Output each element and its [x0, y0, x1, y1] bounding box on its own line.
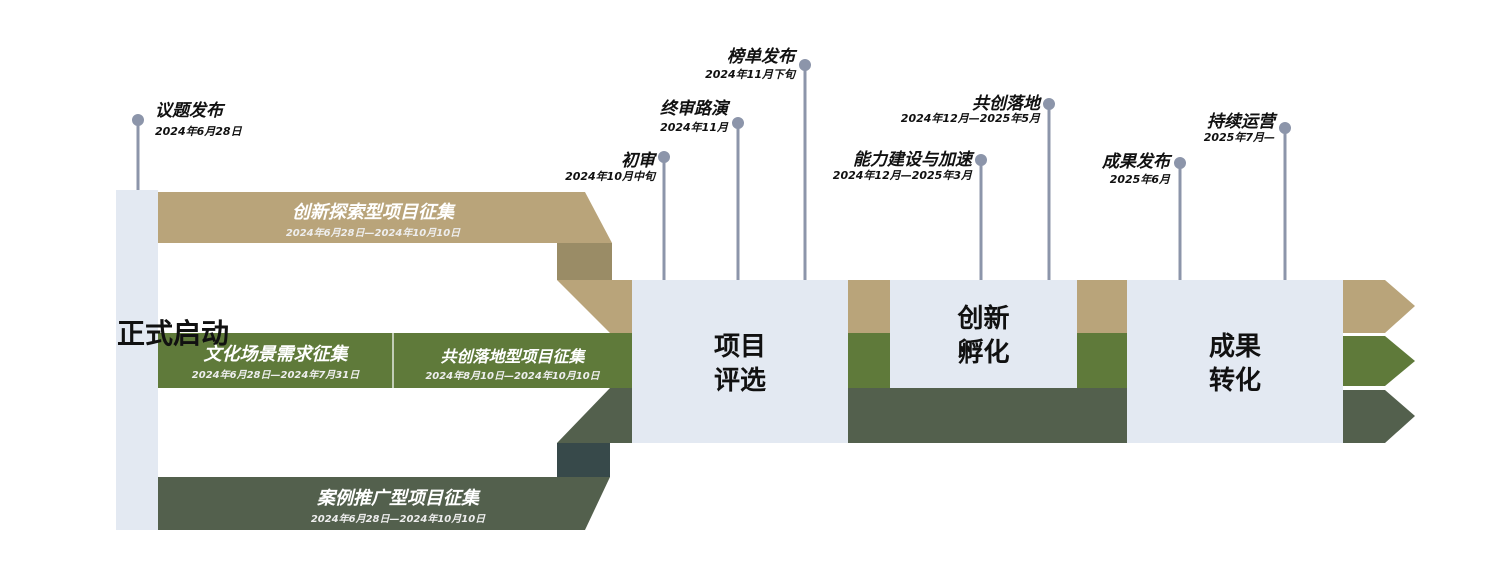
milestone-date: 2024年12月—2025年5月: [900, 112, 1040, 125]
arrow-head: [1343, 390, 1415, 443]
stage-incubate-label: 创新孵化: [890, 302, 1077, 370]
stage-transform-label: 成果转化: [1127, 330, 1343, 398]
pin-dot: [732, 117, 744, 129]
milestone-title: 成果发布: [1102, 152, 1170, 172]
milestone-date: 2024年11月: [660, 121, 728, 134]
milestone-title: 终审路演: [660, 99, 728, 119]
milestone-title: 持续运营: [1207, 112, 1275, 132]
stage-review-label: 项目评选: [632, 330, 848, 398]
band-case-date: 2024年6月28日—2024年10月10日: [310, 514, 486, 525]
stage-review-panel: [632, 280, 848, 443]
band-innovation-title: 创新探索型项目征集: [292, 202, 454, 223]
stage-incubate-panel: [890, 280, 1077, 388]
band-cocreate-title: 共创落地型项目征集: [440, 347, 585, 366]
band-culture-date: 2024年6月28日—2024年7月31日: [191, 370, 360, 381]
band-innovation-shape: [158, 192, 612, 243]
band-fold: [557, 388, 632, 443]
milestone-title: 议题发布: [155, 101, 223, 121]
band-cocreate-date: 2024年8月10日—2024年10月10日: [425, 371, 600, 382]
milestone-date: 2024年11月下旬: [705, 68, 795, 81]
band-fold: [557, 243, 612, 280]
stage-line: 成果: [1208, 332, 1261, 362]
stage-transform-panel: [1127, 280, 1343, 443]
milestone-date: 2024年6月28日: [155, 125, 242, 138]
arrow-head: [1343, 280, 1415, 333]
band-case-title: 案例推广型项目征集: [317, 488, 479, 509]
stage-line: 孵化: [957, 338, 1010, 368]
milestone-title: 榜单发布: [727, 47, 795, 67]
milestone-date: 2025年6月: [1109, 173, 1170, 186]
band-green-shape: [158, 333, 632, 388]
band-innovation-date: 2024年6月28日—2024年10月10日: [285, 228, 461, 239]
milestone-date: 2024年10月中旬: [565, 170, 655, 183]
band-culture-title: 文化场景需求征集: [203, 344, 348, 365]
start-label: 正式启动: [117, 315, 229, 353]
stage-line: 转化: [1208, 366, 1261, 396]
pin-dot: [658, 151, 670, 163]
band-fold: [557, 443, 610, 477]
band-fold: [557, 280, 632, 333]
stage-line: 项目: [713, 332, 766, 362]
arrow-head: [1343, 336, 1415, 386]
band-case-shape: [158, 477, 610, 530]
milestone-title: 初审: [621, 151, 655, 171]
milestone-date: 2025年7月—: [1203, 131, 1275, 144]
pin-dot: [132, 114, 144, 126]
pin-dot: [975, 154, 987, 166]
milestone-title: 能力建设与加速: [853, 150, 972, 170]
start-bar: [116, 190, 158, 530]
pin-dot: [1279, 122, 1291, 134]
milestone-date: 2024年12月—2025年3月: [832, 169, 972, 182]
pin-dot: [1174, 157, 1186, 169]
stage-line: 评选: [713, 366, 766, 396]
stage-line: 创新: [957, 304, 1010, 334]
pin-dot: [1043, 98, 1055, 110]
pin-dot: [799, 59, 811, 71]
milestone-title: 共创落地: [972, 94, 1040, 114]
